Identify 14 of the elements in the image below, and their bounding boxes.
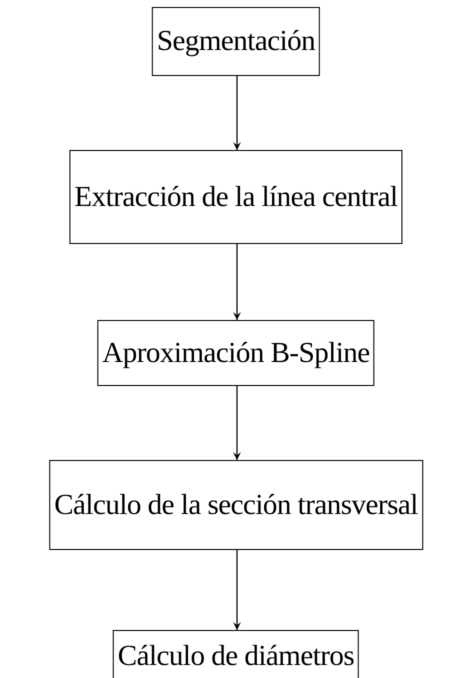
step-label: Cálculo de la sección transversal [54,490,418,520]
step-label: Aproximación B-Spline [102,338,370,368]
step-label: Segmentación [156,27,316,56]
arrow [233,550,241,630]
arrow [233,244,241,320]
step-label: Cálculo de diámetros [118,642,354,671]
process-box [69,150,403,244]
process-box [49,460,423,550]
step-label: Extracción de la línea central [74,182,398,212]
process-box [152,7,320,76]
process-box [97,320,375,386]
arrow [233,386,241,460]
process-box [112,630,360,678]
arrow [233,76,241,150]
